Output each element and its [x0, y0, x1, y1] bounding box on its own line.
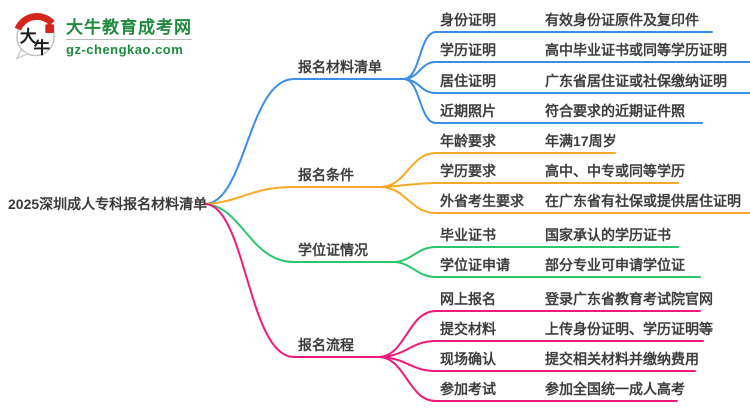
branch-edges-process	[204, 203, 704, 402]
logo-text: 大牛教育成考网 gz-chengkao.com	[66, 13, 192, 57]
speech-bubble-tail	[15, 48, 29, 60]
leaf-diploma[interactable]: 国家承认的学历证书	[545, 227, 671, 243]
site-logo[interactable]: 大 牛 大牛教育成考网 gz-chengkao.com	[12, 10, 192, 60]
subtopic-diploma[interactable]: 毕业证书	[440, 227, 496, 243]
subtopic-age-requirement[interactable]: 年龄要求	[440, 133, 496, 149]
subtopic-onsite-confirmation[interactable]: 现场确认	[440, 351, 496, 367]
branch-edges-materials	[204, 31, 750, 205]
subtopic-out-of-province[interactable]: 外省考生要求	[440, 193, 524, 209]
subtopic-education-requirement[interactable]: 学历要求	[440, 163, 496, 179]
subtopic-submit-materials[interactable]: 提交材料	[440, 321, 496, 337]
branch-degree-label[interactable]: 学位证情况	[298, 242, 368, 258]
leaf-submit-materials[interactable]: 上传身份证明、学历证明等	[545, 321, 713, 337]
red-cap-arc	[14, 13, 55, 31]
leaf-identity-proof[interactable]: 有效身份证原件及复印件	[545, 12, 699, 28]
leaf-online-registration[interactable]: 登录广东省教育考试院官网	[545, 291, 713, 307]
subtopic-degree-application[interactable]: 学位证申请	[440, 257, 510, 273]
leaf-residence-proof[interactable]: 广东省居住证或社保缴纳证明	[545, 73, 727, 89]
branch-conditions-label[interactable]: 报名条件	[298, 167, 354, 183]
subtopic-recent-photo[interactable]: 近期照片	[440, 103, 496, 119]
subtopic-residence-proof[interactable]: 居住证明	[440, 73, 496, 89]
svg-text:大: 大	[20, 26, 37, 46]
subtopic-education-proof[interactable]: 学历证明	[440, 42, 496, 58]
site-domain: gz-chengkao.com	[66, 39, 192, 57]
subtopic-online-registration[interactable]: 网上报名	[440, 291, 496, 307]
red-seal	[45, 24, 55, 34]
branch-materials-label[interactable]: 报名材料清单	[298, 59, 382, 75]
subtopic-take-exam[interactable]: 参加考试	[440, 381, 496, 397]
leaf-education-requirement[interactable]: 高中、中专或同等学历	[545, 163, 685, 179]
svg-text:牛: 牛	[34, 38, 51, 58]
leaf-out-of-province[interactable]: 在广东省有社保或提供居住证明	[545, 193, 741, 209]
main-topic[interactable]: 2025深圳成人专科报名材料清单	[8, 196, 208, 212]
leaf-take-exam[interactable]: 参加全国统一成人高考	[545, 381, 685, 397]
leaf-recent-photo[interactable]: 符合要求的近期证件照	[545, 103, 685, 119]
subtopic-identity-proof[interactable]: 身份证明	[440, 12, 496, 28]
leaf-onsite-confirmation[interactable]: 提交相关材料并缴纳费用	[545, 351, 699, 367]
leaf-age-requirement[interactable]: 年满17周岁	[545, 133, 617, 149]
leaf-degree-application[interactable]: 部分专业可申请学位证	[545, 257, 685, 273]
site-name: 大牛教育成考网	[66, 18, 192, 37]
logo-bull-icon: 大 牛	[12, 10, 59, 60]
leaf-education-proof[interactable]: 高中毕业证书或同等学历证明	[545, 42, 727, 58]
branch-edges-degree	[204, 203, 701, 278]
branch-process-label[interactable]: 报名流程	[298, 337, 354, 353]
branch-edges-conditions	[204, 152, 750, 214]
